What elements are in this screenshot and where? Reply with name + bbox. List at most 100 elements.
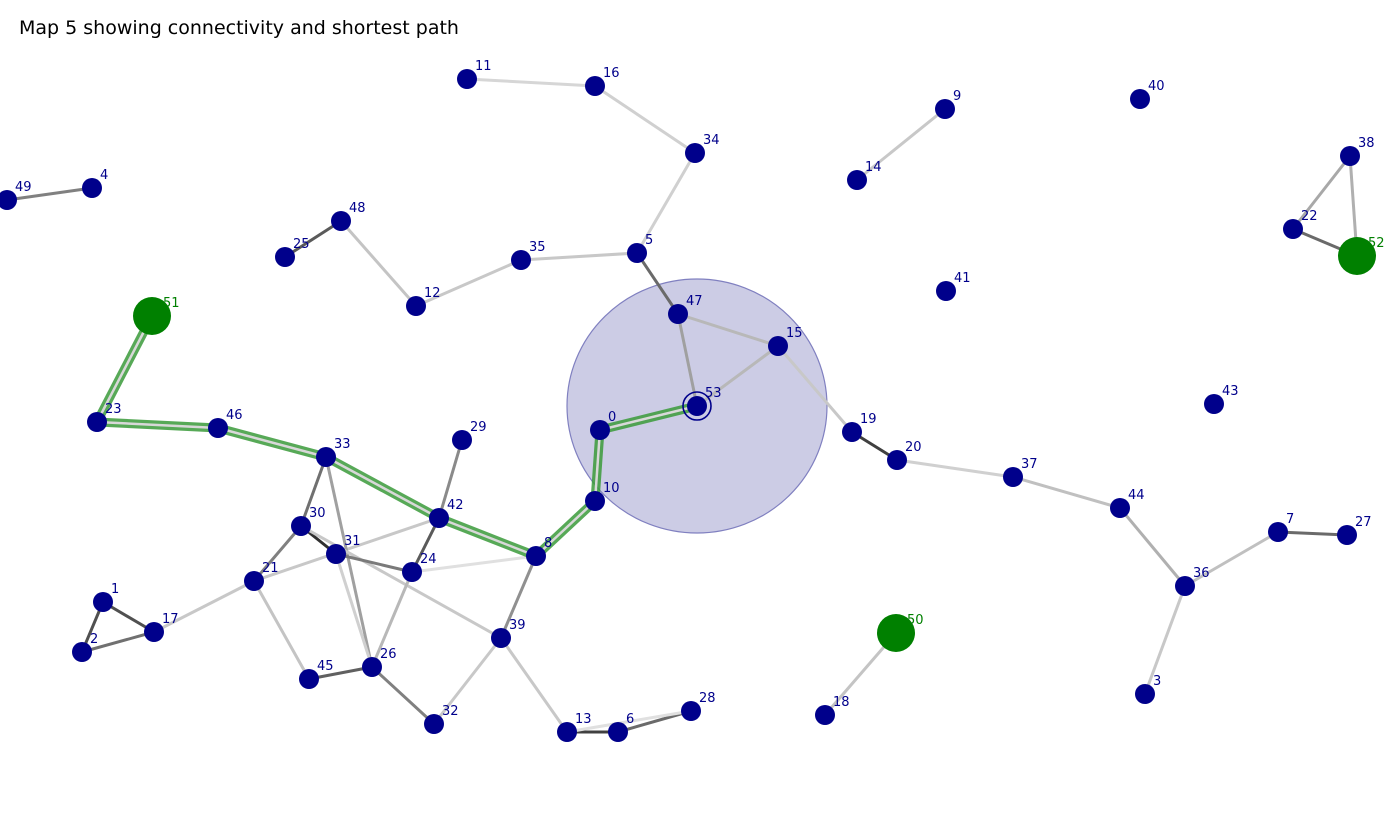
node-47[interactable] bbox=[668, 304, 688, 324]
edge-39-32 bbox=[432, 636, 503, 726]
node-20[interactable] bbox=[887, 450, 907, 470]
node-25[interactable] bbox=[275, 247, 295, 267]
edge-34-5 bbox=[635, 151, 697, 255]
node-label-18: 18 bbox=[833, 695, 850, 710]
node-38[interactable] bbox=[1340, 146, 1360, 166]
node-51[interactable] bbox=[133, 297, 171, 335]
node-52[interactable] bbox=[1338, 237, 1376, 275]
node-46[interactable] bbox=[208, 418, 228, 438]
edge-30-39 bbox=[299, 524, 503, 640]
node-14[interactable] bbox=[847, 170, 867, 190]
node-7[interactable] bbox=[1268, 522, 1288, 542]
edge-47-53 bbox=[676, 312, 699, 408]
node-33[interactable] bbox=[316, 447, 336, 467]
node-label-0: 0 bbox=[608, 410, 616, 425]
edge-21-45 bbox=[252, 579, 311, 681]
node-15[interactable] bbox=[768, 336, 788, 356]
edge-20-37 bbox=[895, 458, 1015, 479]
node-label-53: 53 bbox=[705, 386, 722, 401]
edge-37-44 bbox=[1011, 475, 1122, 510]
edge-33-26 bbox=[324, 455, 374, 669]
node-34[interactable] bbox=[685, 143, 705, 163]
node-35[interactable] bbox=[511, 250, 531, 270]
node-11[interactable] bbox=[457, 69, 477, 89]
node-label-20: 20 bbox=[905, 440, 922, 455]
edge-12-48 bbox=[339, 219, 418, 308]
edge-9-14 bbox=[855, 107, 947, 182]
node-label-19: 19 bbox=[860, 412, 877, 427]
node-5[interactable] bbox=[627, 243, 647, 263]
node-53[interactable] bbox=[687, 396, 707, 416]
node-0[interactable] bbox=[590, 420, 610, 440]
node-label-35: 35 bbox=[529, 240, 546, 255]
node-label-27: 27 bbox=[1355, 515, 1372, 530]
node-37[interactable] bbox=[1003, 467, 1023, 487]
node-32[interactable] bbox=[424, 714, 444, 734]
node-label-13: 13 bbox=[575, 712, 592, 727]
node-label-40: 40 bbox=[1148, 79, 1165, 94]
edge-26-32 bbox=[370, 665, 436, 726]
node-50[interactable] bbox=[877, 614, 915, 652]
page-title: Map 5 showing connectivity and shortest … bbox=[19, 17, 459, 39]
node-27[interactable] bbox=[1337, 525, 1357, 545]
node-36[interactable] bbox=[1175, 576, 1195, 596]
node-45[interactable] bbox=[299, 669, 319, 689]
node-48[interactable] bbox=[331, 211, 351, 231]
node-10[interactable] bbox=[585, 491, 605, 511]
node-29[interactable] bbox=[452, 430, 472, 450]
node-22[interactable] bbox=[1283, 219, 1303, 239]
node-label-51: 51 bbox=[163, 296, 180, 311]
node-label-25: 25 bbox=[293, 237, 310, 252]
node-28[interactable] bbox=[681, 701, 701, 721]
node-label-21: 21 bbox=[262, 561, 279, 576]
node-6[interactable] bbox=[608, 722, 628, 742]
node-label-11: 11 bbox=[475, 59, 492, 74]
node-label-46: 46 bbox=[226, 408, 243, 423]
node-19[interactable] bbox=[842, 422, 862, 442]
node-41[interactable] bbox=[936, 281, 956, 301]
edge-16-34 bbox=[593, 84, 697, 155]
node-12[interactable] bbox=[406, 296, 426, 316]
node-44[interactable] bbox=[1110, 498, 1130, 518]
node-2[interactable] bbox=[72, 642, 92, 662]
node-30[interactable] bbox=[291, 516, 311, 536]
node-label-48: 48 bbox=[349, 201, 366, 216]
node-39[interactable] bbox=[491, 628, 511, 648]
node-label-6: 6 bbox=[626, 712, 634, 727]
node-18[interactable] bbox=[815, 705, 835, 725]
node-label-4: 4 bbox=[100, 168, 108, 183]
edge-38-22 bbox=[1291, 154, 1352, 231]
node-40[interactable] bbox=[1130, 89, 1150, 109]
node-4[interactable] bbox=[82, 178, 102, 198]
node-label-7: 7 bbox=[1286, 512, 1294, 527]
node-42[interactable] bbox=[429, 508, 449, 528]
node-49[interactable] bbox=[0, 190, 17, 210]
node-label-22: 22 bbox=[1301, 209, 1318, 224]
node-23[interactable] bbox=[87, 412, 107, 432]
node-3[interactable] bbox=[1135, 684, 1155, 704]
node-label-45: 45 bbox=[317, 659, 334, 674]
node-17[interactable] bbox=[144, 622, 164, 642]
node-31[interactable] bbox=[326, 544, 346, 564]
node-label-8: 8 bbox=[544, 536, 552, 551]
node-9[interactable] bbox=[935, 99, 955, 119]
node-label-50: 50 bbox=[907, 613, 924, 628]
node-24[interactable] bbox=[402, 562, 422, 582]
current-node-ring bbox=[682, 391, 712, 421]
node-13[interactable] bbox=[557, 722, 577, 742]
node-26[interactable] bbox=[362, 657, 382, 677]
node-21[interactable] bbox=[244, 571, 264, 591]
node-label-3: 3 bbox=[1153, 674, 1161, 689]
node-label-5: 5 bbox=[645, 233, 653, 248]
node-label-24: 24 bbox=[420, 552, 437, 567]
node-8[interactable] bbox=[526, 546, 546, 566]
node-label-33: 33 bbox=[334, 437, 351, 452]
node-16[interactable] bbox=[585, 76, 605, 96]
node-43[interactable] bbox=[1204, 394, 1224, 414]
labels-layer: 0123456789101112131415161718192021222324… bbox=[15, 59, 1385, 727]
node-label-52: 52 bbox=[1368, 236, 1385, 251]
node-label-12: 12 bbox=[424, 286, 441, 301]
node-label-37: 37 bbox=[1021, 457, 1038, 472]
node-1[interactable] bbox=[93, 592, 113, 612]
